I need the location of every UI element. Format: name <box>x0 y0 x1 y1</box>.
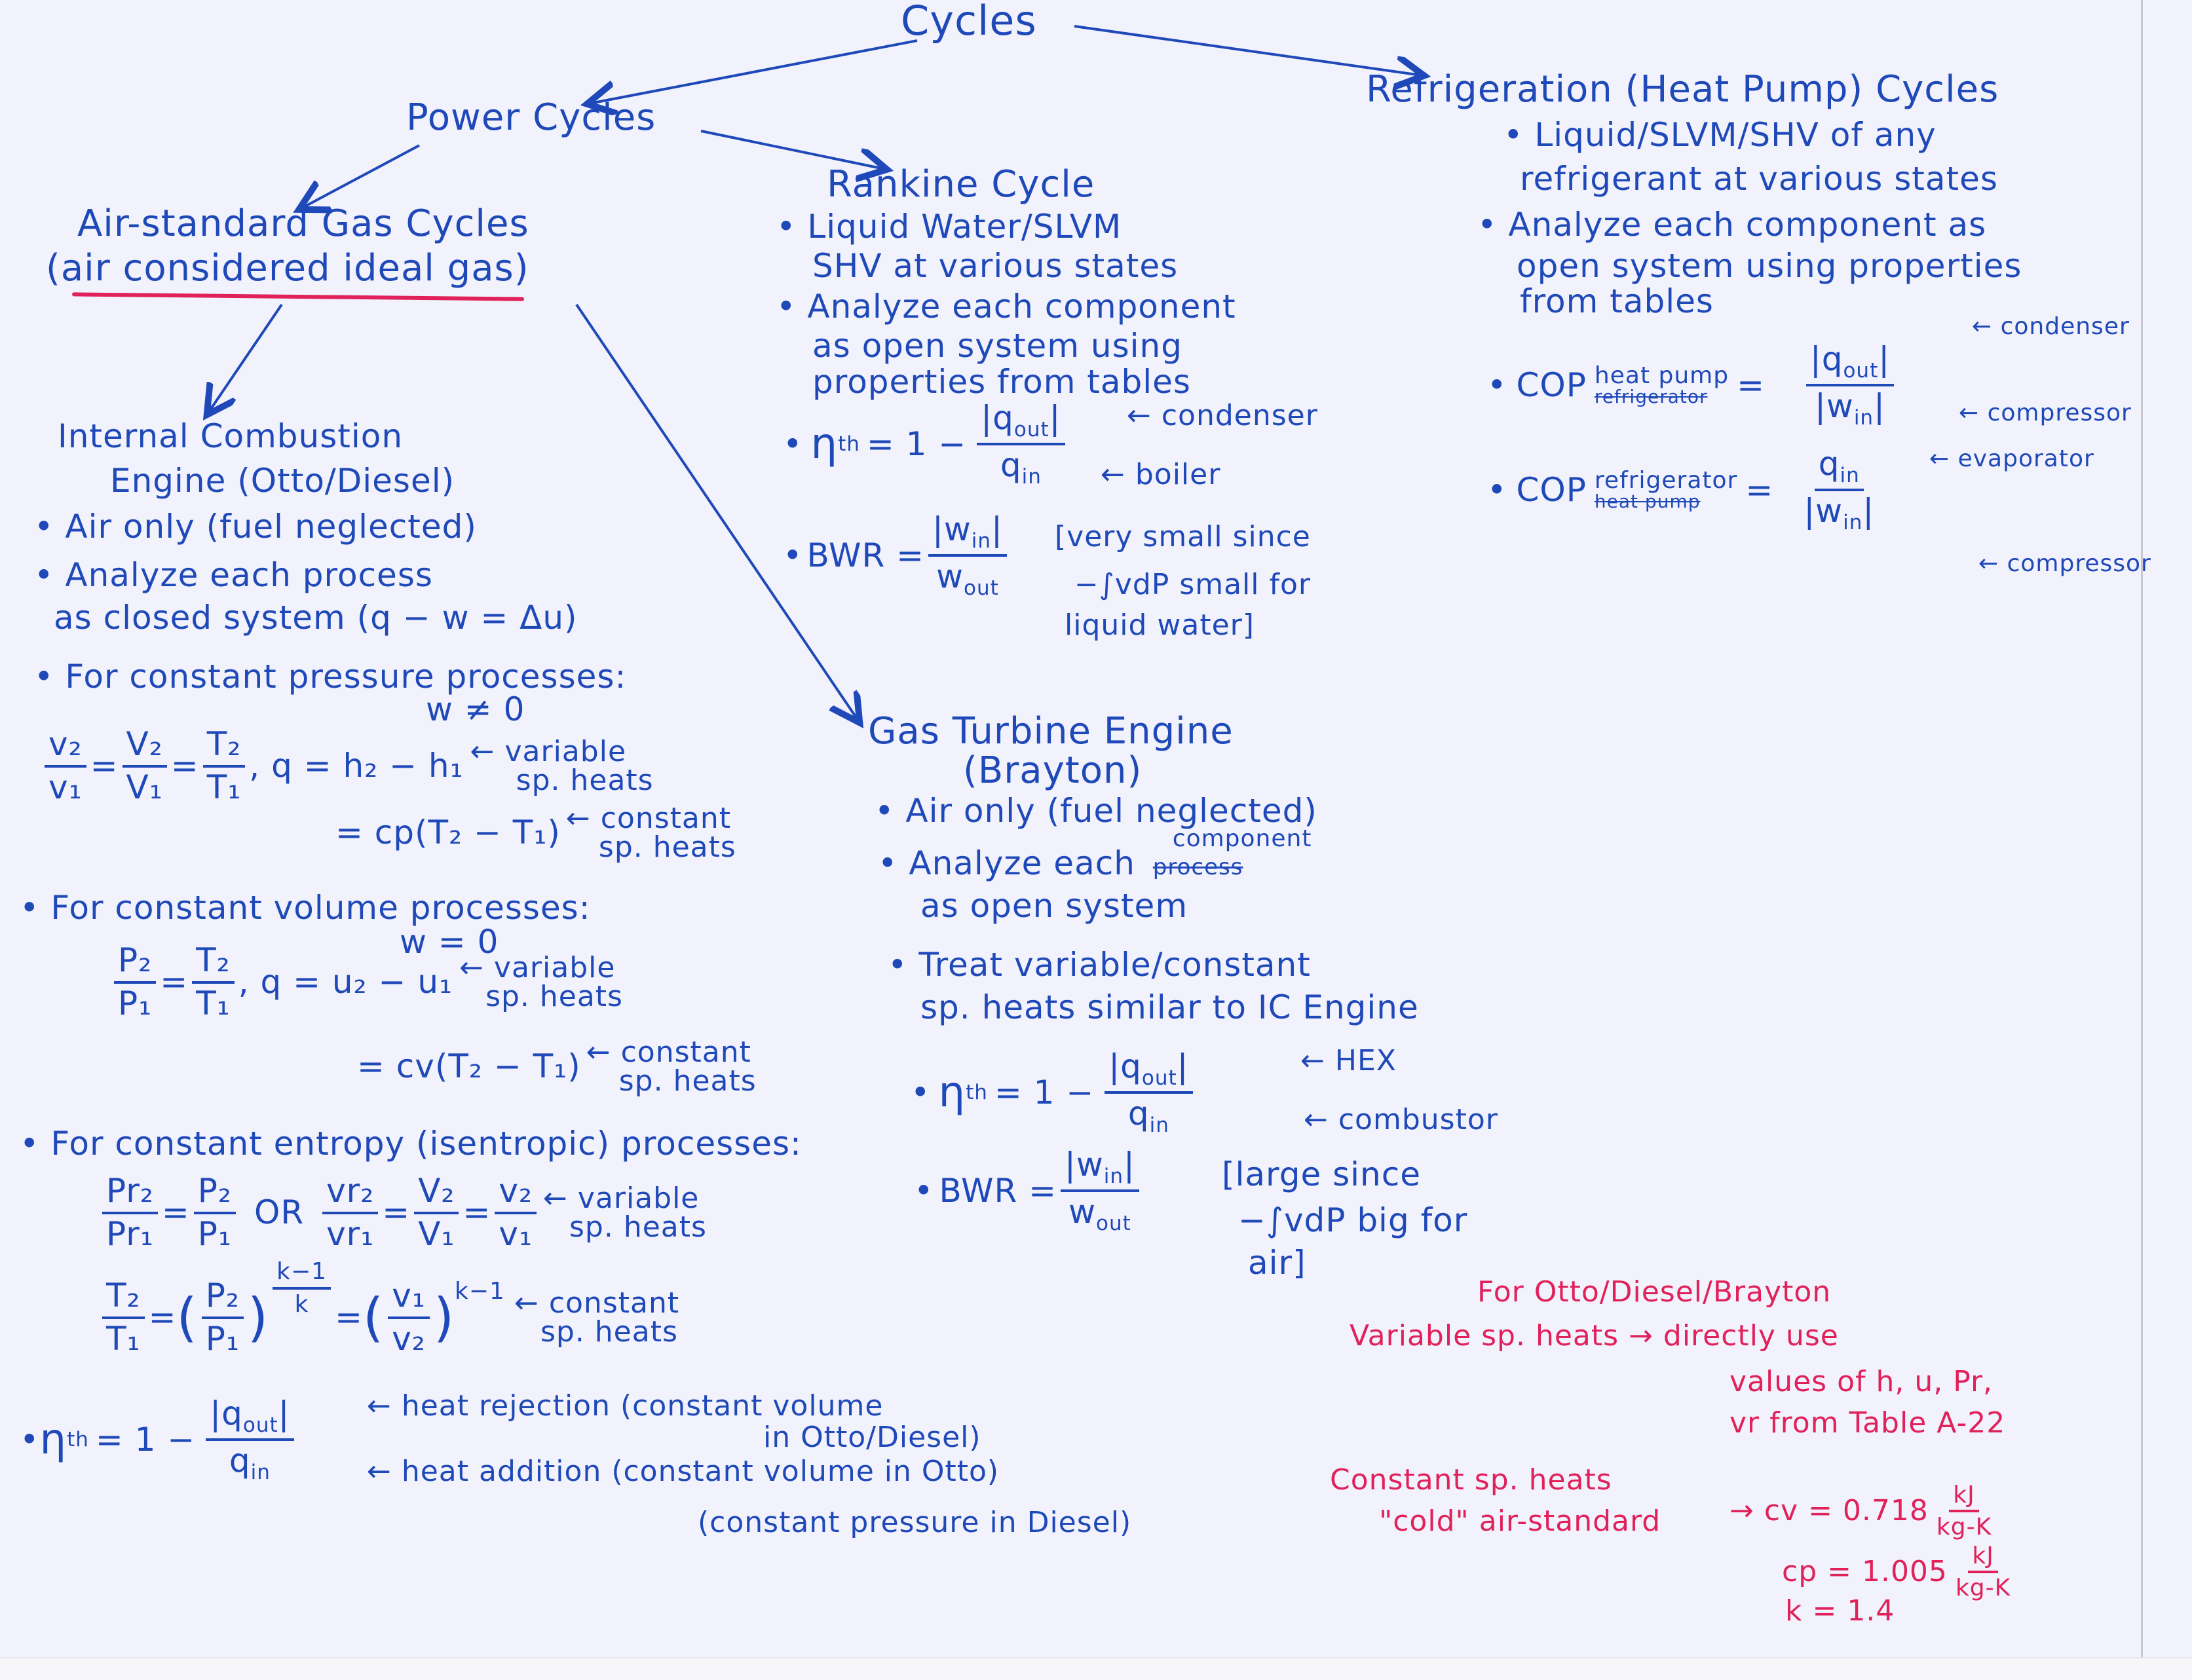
ic-heat-addition-note-2: (constant pressure in Diesel) <box>698 1506 1132 1539</box>
struck-word-process: process <box>1152 854 1243 880</box>
arrow-airstandard-to-ic <box>208 303 283 413</box>
gas-turbine-title-2: (Brayton) <box>963 749 1143 792</box>
gt-bullet-air-only: • Air only (fuel neglected) <box>875 792 1317 830</box>
gt-bullet-treat-2: sp. heats similar to IC Engine <box>920 988 1419 1026</box>
inserted-word-component: component <box>1172 825 1312 852</box>
power-cycles-title: Power Cycles <box>406 96 656 139</box>
notes-variable-1: Variable sp. heats → directly use <box>1350 1319 1839 1353</box>
ic-bullet-air-only: • Air only (fuel neglected) <box>34 508 477 546</box>
ic-engine-title-1: Internal Combustion <box>58 417 404 455</box>
air-standard-subtitle: (air considered ideal gas) <box>46 247 529 289</box>
rankine-boiler-note: ← boiler <box>1101 458 1221 491</box>
root-title: Cycles <box>901 0 1037 45</box>
refrig-bullet-2c: from tables <box>1520 282 1714 320</box>
rankine-bwr-note-1: [very small since <box>1055 520 1311 553</box>
page-edge <box>2141 0 2143 1664</box>
rankine-bullet-2b: as open system using <box>812 327 1182 365</box>
const-pressure-heading: • For constant pressure processes: <box>34 658 627 696</box>
arrow-cycles-to-power <box>590 39 918 103</box>
gt-bullet-open-system: as open system <box>920 887 1188 925</box>
gt-hex-note: ← HEX <box>1300 1044 1397 1077</box>
refrig-bullet-1b: refrigerant at various states <box>1520 160 1998 198</box>
const-volume-w-note: w = 0 <box>400 923 499 961</box>
gt-bullet-treat: • Treat variable/constant <box>888 946 1311 984</box>
cop-ref-subscript: refrigerator <box>1594 467 1738 495</box>
rankine-bullet-2: • Analyze each component <box>776 288 1236 326</box>
const-volume-heading: • For constant volume processes: <box>20 889 591 927</box>
notes-heading: For Otto/Diesel/Brayton <box>1477 1275 1832 1309</box>
isentropic-heading: • For constant entropy (isentropic) proc… <box>20 1125 802 1163</box>
gt-bwr-note-1: [large since <box>1222 1155 1421 1193</box>
arrow-power-to-rankine <box>700 130 884 169</box>
rankine-title: Rankine Cycle <box>827 163 1095 206</box>
cop-ref-evaporator-note: ← evaporator <box>1929 445 2094 472</box>
ic-heat-addition-note: ← heat addition (constant volume in Otto… <box>367 1455 1000 1488</box>
notes-variable-3: vr from Table A-22 <box>1729 1406 2006 1440</box>
notes-constant-1: Constant sp. heats <box>1330 1463 1612 1497</box>
const-pressure-w-note: w ≠ 0 <box>426 690 525 728</box>
refrig-bullet-1: • Liquid/SLVM/SHV of any <box>1503 116 1937 154</box>
cop-hp-subscript: heat pump <box>1594 362 1729 390</box>
gt-bullet-analyze: • Analyze each process component <box>878 825 1312 882</box>
rankine-bwr-note-3: liquid water] <box>1065 608 1255 642</box>
rankine-bullet-2c: properties from tables <box>812 363 1191 401</box>
rankine-bullet-1b: SHV at various states <box>812 247 1179 285</box>
air-standard-title: Air-standard Gas Cycles <box>77 202 529 245</box>
ic-heat-rejection-note-2: in Otto/Diesel) <box>763 1421 981 1454</box>
ic-heat-rejection-note: ← heat rejection (constant volume <box>367 1389 884 1423</box>
arrow-cycles-to-refrigeration <box>1074 25 1422 75</box>
gas-turbine-title-1: Gas Turbine Engine <box>868 710 1234 753</box>
ic-bullet-closed-system: as closed system (q − w = Δu) <box>54 599 578 637</box>
gt-bwr-equation: • BWR = |win|wout <box>914 1146 1143 1236</box>
gt-bwr-note-2: −∫vdP big for <box>1238 1201 1468 1239</box>
refrig-bullet-2b: open system using properties <box>1517 247 2022 285</box>
ic-engine-title-2: Engine (Otto/Diesel) <box>110 462 455 500</box>
notes-variable-2: values of h, u, Pr, <box>1729 1365 1994 1398</box>
cop-hp-struck: refrigerator <box>1594 386 1708 408</box>
cop-heat-pump-equation: • COP heat pump refrigerator = |qout||wi… <box>1487 340 1926 430</box>
arrow-power-to-airstandard <box>301 144 420 208</box>
notes-constant-2: "cold" air-standard <box>1379 1504 1661 1538</box>
refrig-bullet-2: • Analyze each component as <box>1477 206 1987 244</box>
page-bottom-margin <box>0 1657 2192 1680</box>
gt-bwr-note-3: air] <box>1248 1244 1306 1282</box>
rankine-bwr-note-2: −∫vdP small for <box>1074 568 1311 601</box>
cop-ref-compressor-note: ← compressor <box>1978 550 2151 577</box>
rankine-bwr-equation: • BWR = |win|wout <box>783 510 1011 601</box>
ic-bullet-analyze: • Analyze each process <box>34 556 433 594</box>
arrow-airstandard-to-gasturbine <box>575 303 858 720</box>
rankine-condenser-note: ← condenser <box>1127 399 1318 432</box>
cop-hp-condenser-note: ← condenser <box>1972 313 2130 340</box>
refrigeration-title: Refrigeration (Heat Pump) Cycles <box>1366 68 1999 111</box>
notes-k: k = 1.4 <box>1785 1594 1895 1628</box>
cop-ref-struck: heat pump <box>1594 491 1701 513</box>
cop-refrigerator-equation: • COP refrigerator heat pump = qin|win| <box>1487 445 1875 535</box>
cop-hp-compressor-note: ← compressor <box>1959 400 2132 426</box>
gt-combustor-note: ← combustor <box>1304 1103 1498 1136</box>
rankine-bullet-1: • Liquid Water/SLVM <box>776 208 1122 246</box>
